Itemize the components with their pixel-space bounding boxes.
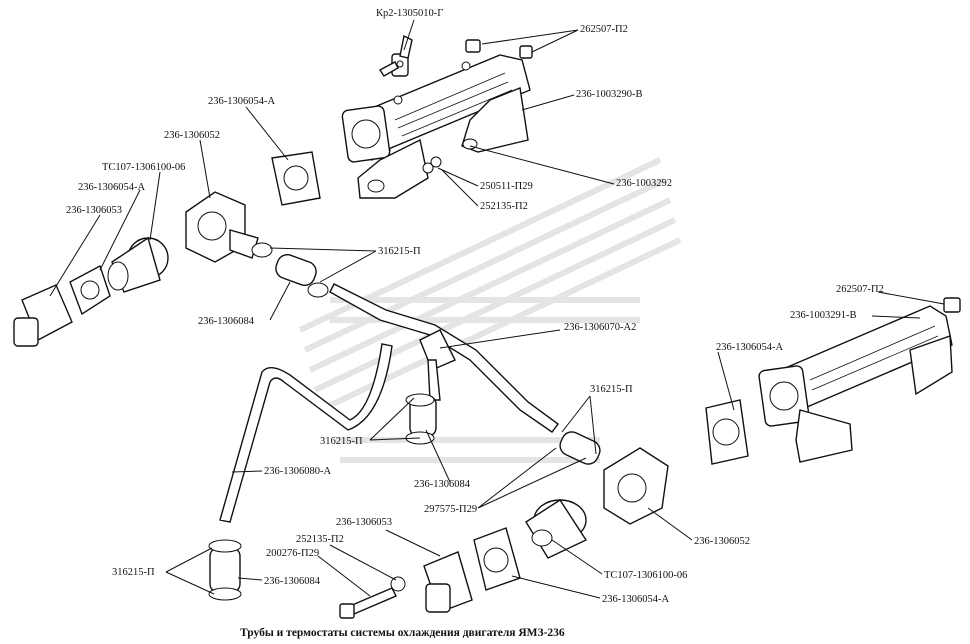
- label-236-1306054-top: 236-1306054-А: [208, 96, 275, 107]
- leader-lines: [49, 19, 945, 599]
- label-236-1003291: 236-1003291-В: [790, 310, 857, 321]
- label-236-1306052-bottom: 236-1306052: [694, 536, 750, 547]
- drain-tap: [378, 34, 413, 77]
- label-236-1306052-top: 236-1306052: [164, 130, 220, 141]
- part-labels: Кр2-1305010-Г 262507-П2 236-1003290-В 23…: [66, 8, 884, 605]
- label-236-1306080: 236-1306080-А: [264, 466, 331, 477]
- hose-bottom: [208, 539, 242, 601]
- label-236-1306084-mid: 236-1306084: [414, 479, 471, 490]
- thermostat-housing-top: [185, 191, 259, 263]
- label-316215-bottom: 316215-П: [112, 567, 155, 578]
- gasket-left: [69, 264, 111, 316]
- cover-bottom: [423, 551, 473, 613]
- label-tc107-top: ТС107-1306100-06: [102, 162, 185, 173]
- label-236-1306084-bottom: 236-1306084: [264, 576, 321, 587]
- gasket-bottom: [473, 527, 521, 591]
- label-236-1306054-right: 236-1306054-А: [716, 342, 783, 353]
- upper-water-manifold: [341, 54, 531, 199]
- label-tc107-bottom: ТС107-1306100-06: [604, 570, 687, 581]
- label-316215-right: 316215-П: [590, 384, 633, 395]
- label-236-1306053-bottom: 236-1306053: [336, 517, 392, 528]
- label-252135-bottom: 252135-П2: [296, 534, 344, 545]
- plug-right: [943, 297, 961, 313]
- hose-mid: [405, 393, 437, 445]
- lower-water-manifold: [758, 305, 953, 463]
- label-236-1306070: 236-1306070-А2: [564, 322, 636, 333]
- hose-right: [559, 431, 601, 465]
- label-kr2: Кр2-1305010-Г: [376, 8, 443, 19]
- thermostat-housing-bottom: [603, 447, 669, 525]
- label-252135-top: 252135-П2: [480, 201, 528, 212]
- hose-top: [251, 242, 329, 298]
- label-236-1003290: 236-1003290-В: [576, 89, 643, 100]
- cover-left: [13, 284, 73, 347]
- label-236-1306053-left: 236-1306053: [66, 205, 122, 216]
- label-236-1306054-bottom: 236-1306054-А: [602, 594, 669, 605]
- bent-pipe: [219, 343, 393, 523]
- label-262507-top: 262507-П2: [580, 24, 628, 35]
- label-297575: 297575-П29: [424, 504, 477, 515]
- label-250511: 250511-П29: [480, 181, 533, 192]
- gasket-top: [271, 151, 321, 206]
- label-316215-mid: 316215-П: [320, 436, 363, 447]
- label-200276: 200276-П29: [266, 548, 319, 559]
- label-236-1306084-top: 236-1306084: [198, 316, 255, 327]
- thermostat-top: [107, 236, 169, 293]
- main-water-pipe: [329, 283, 559, 433]
- label-316215-top: 316215-П: [378, 246, 421, 257]
- label-236-1306054-left: 236-1306054-А: [78, 182, 145, 193]
- label-236-1003292: 236-1003292: [616, 178, 672, 189]
- thermostat-bottom: [525, 499, 588, 559]
- gasket-right: [705, 399, 749, 465]
- bolt-bottom: [339, 576, 406, 619]
- label-262507-right: 262507-П2: [836, 284, 884, 295]
- washers-top: [422, 156, 442, 174]
- figure-caption: Трубы и термостаты системы охлаждения дв…: [240, 627, 565, 639]
